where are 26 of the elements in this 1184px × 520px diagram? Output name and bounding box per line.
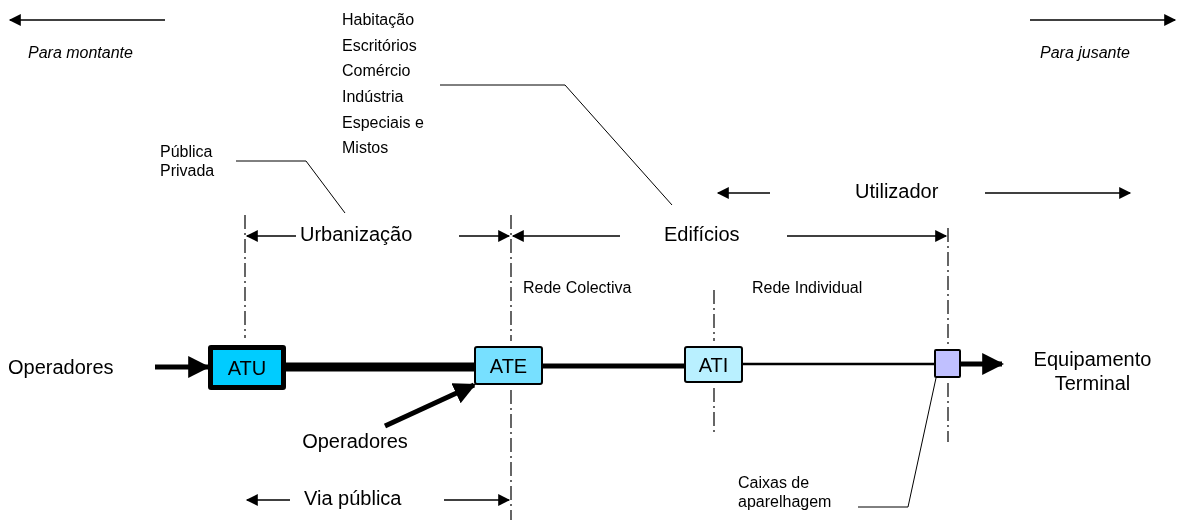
source-label: Equipamento Terminal: [1005, 344, 1180, 398]
source-label: Operadores: [8, 352, 143, 382]
zone-label: Via pública: [304, 487, 402, 510]
callout-text: Pública Privada: [160, 134, 236, 188]
zone-label: Utilizador: [855, 180, 939, 203]
arrow: [961, 353, 1005, 375]
leader-line: [439, 84, 673, 206]
terminal-box: ATE: [474, 346, 543, 385]
zone-label: Edifícios: [664, 223, 740, 246]
cable-line: [286, 362, 474, 372]
network-label: Rede Colectiva: [523, 279, 632, 297]
cable-line: [743, 362, 934, 366]
equipment-box: [934, 349, 961, 378]
arrow: [383, 382, 476, 429]
leader-line: [857, 377, 937, 508]
callout-text: Caixas de aparelhagem: [738, 466, 858, 518]
zone-label: Urbanização: [300, 223, 413, 246]
callout-text: Habitação Escritórios Comércio Indústria Especiais e Mistos: [342, 8, 440, 160]
source-label: Operadores: [288, 426, 422, 456]
leader-line: [235, 160, 346, 214]
terminal-box: ATI: [684, 346, 743, 383]
cable-line: [543, 363, 684, 369]
direction-label: Para montante: [28, 44, 133, 62]
network-label: Rede Individual: [752, 279, 863, 297]
direction-label: Para jusante: [1040, 44, 1130, 62]
terminal-box: ATU: [208, 345, 286, 390]
